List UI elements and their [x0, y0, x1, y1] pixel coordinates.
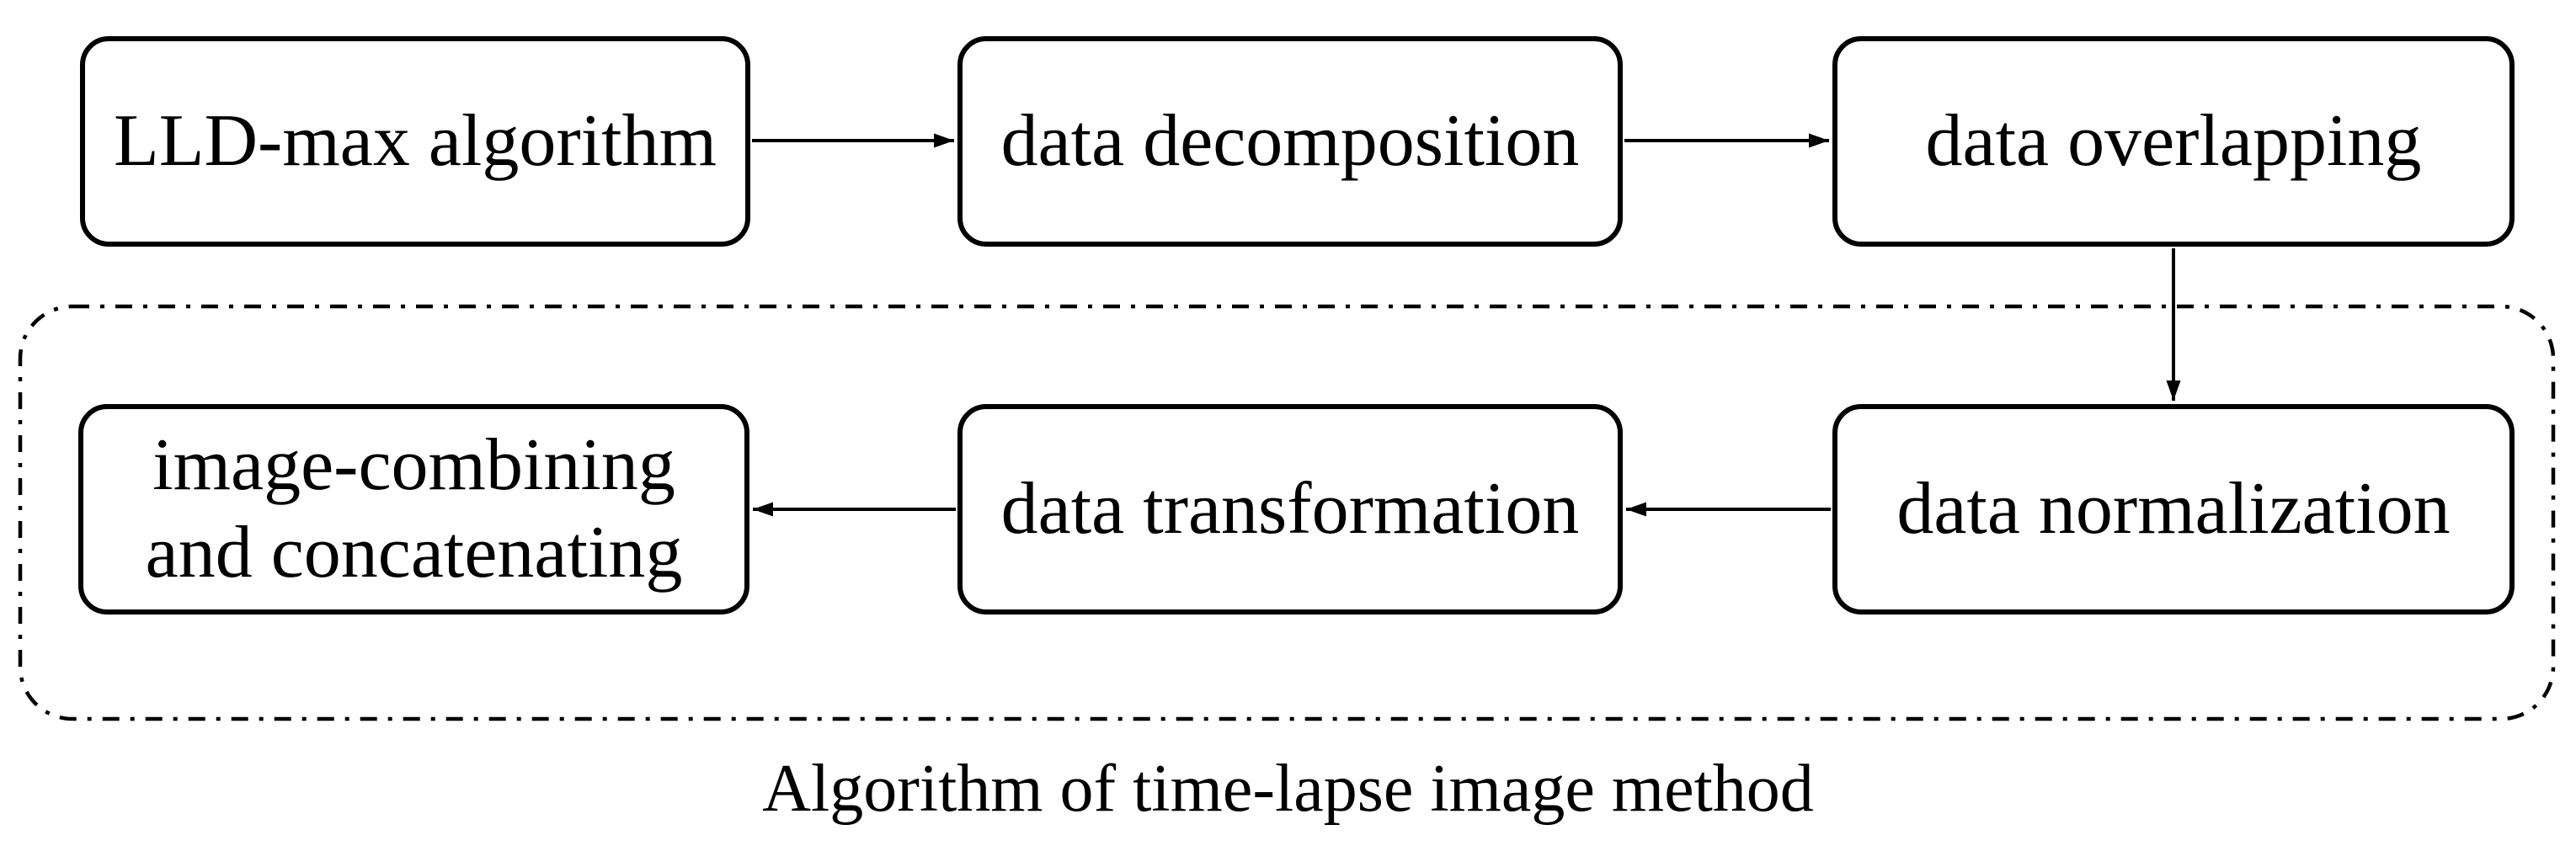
- node-label: data overlapping: [1925, 100, 2422, 183]
- node-lld-max-algorithm: LLD-max algorithm: [80, 36, 750, 247]
- node-label: LLD-max algorithm: [113, 100, 717, 183]
- node-label: data normalization: [1896, 468, 2451, 551]
- diagram-caption: Algorithm of time-lapse image method: [762, 752, 1814, 826]
- node-label: data decomposition: [1000, 100, 1580, 183]
- node-label-line2: and concatenating: [145, 512, 683, 593]
- node-label-line1: image-combining: [152, 424, 675, 507]
- node-data-transformation: data transformation: [957, 404, 1623, 615]
- node-image-combining-and-concatenating: image-combining and concatenating: [78, 404, 749, 615]
- node-data-normalization: data normalization: [1832, 404, 2515, 615]
- algorithm-boundary-dashdot-rect: [18, 304, 2556, 721]
- node-data-decomposition: data decomposition: [957, 36, 1623, 247]
- node-data-overlapping: data overlapping: [1832, 36, 2515, 247]
- node-label: image-combining and concatenating: [146, 422, 683, 597]
- node-label: data transformation: [1000, 468, 1580, 551]
